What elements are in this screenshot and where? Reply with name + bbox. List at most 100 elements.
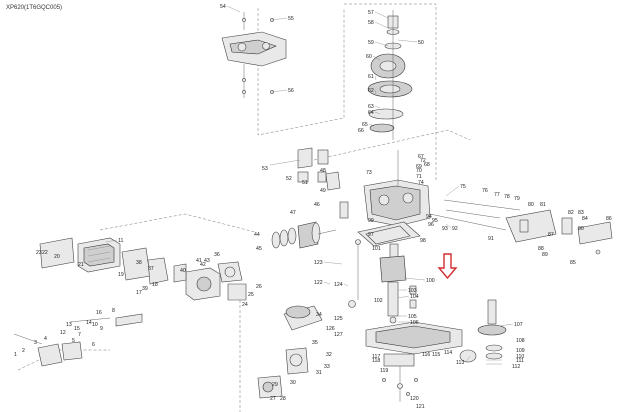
callout-105: 105: [408, 314, 417, 320]
leader-11: [105, 239, 118, 243]
leader-56: [271, 89, 288, 93]
callout-65: 65: [362, 122, 368, 128]
callout-66: 66: [358, 128, 364, 134]
leader-63: [374, 105, 381, 109]
callout-118: 118: [372, 358, 380, 364]
callout-61: 61: [368, 74, 374, 80]
callout-101: 101: [372, 246, 381, 252]
muffler: [257, 305, 323, 399]
callout-70: 70: [416, 168, 422, 174]
callout-4: 4: [44, 336, 47, 342]
callout-73: 73: [366, 170, 372, 176]
callout-114: 114: [444, 350, 452, 356]
control-bracket: [13, 313, 143, 367]
callout-62: 62: [368, 88, 374, 94]
callout-13: 13: [66, 322, 72, 328]
callout-93: 93: [442, 226, 448, 232]
cylinder-head: [39, 237, 169, 285]
callout-100: 100: [426, 278, 435, 284]
leader-75: [445, 185, 460, 197]
callout-41: 41: [196, 258, 202, 264]
callout-12: 12: [60, 330, 66, 336]
callout-69: 69: [416, 164, 422, 170]
leader-100: [403, 277, 426, 281]
callout-74: 74: [418, 180, 424, 186]
callout-75: 75: [460, 184, 466, 190]
callout-6: 6: [92, 342, 95, 348]
callout-80: 80: [528, 202, 534, 208]
callout-111: 111: [516, 358, 524, 364]
blower-housing: [221, 12, 287, 98]
callout-29: 29: [272, 382, 278, 388]
callout-59: 59: [368, 40, 374, 46]
callout-88: 88: [538, 246, 544, 252]
callout-90: 90: [578, 226, 584, 232]
highlight-arrow: [437, 253, 458, 280]
callout-17: 17: [136, 290, 142, 296]
callout-47: 47: [290, 210, 296, 216]
callout-99: 99: [368, 218, 374, 224]
leader-123: [323, 261, 343, 265]
callout-46: 46: [314, 202, 320, 208]
callout-53: 53: [262, 166, 268, 172]
callout-113: 113: [456, 360, 464, 366]
callout-89: 89: [542, 252, 548, 258]
callout-14: 14: [86, 320, 92, 326]
leader-55: [271, 17, 288, 21]
callout-95: 95: [432, 218, 438, 224]
leader-65: [368, 123, 375, 127]
callout-82: 82: [568, 210, 574, 216]
callout-109: 109: [516, 348, 525, 354]
callout-2: 2: [22, 348, 25, 354]
callout-7: 7: [78, 332, 81, 338]
leader-92: [445, 223, 452, 229]
callout-43: 43: [204, 258, 210, 264]
callout-76: 76: [482, 188, 488, 194]
callout-27: 27: [270, 396, 276, 402]
callout-102: 102: [374, 298, 383, 304]
callout-63: 63: [368, 104, 374, 110]
callout-60: 60: [366, 54, 372, 60]
callout-77: 77: [494, 192, 500, 198]
callout-68: 68: [424, 162, 430, 168]
fuel-tank: [269, 147, 341, 191]
callout-91: 91: [488, 236, 494, 242]
callout-23: 23: [36, 250, 42, 256]
callout-9: 9: [100, 326, 103, 332]
callout-64: 64: [368, 110, 374, 116]
callout-35: 35: [312, 340, 318, 346]
callout-78: 78: [504, 194, 510, 200]
callout-55: 55: [288, 16, 294, 22]
leader-124: [343, 283, 349, 287]
callout-44: 44: [254, 232, 260, 238]
callout-3: 3: [34, 340, 37, 346]
callout-122: 122: [314, 280, 323, 286]
callout-94: 94: [426, 214, 432, 220]
callout-96: 96: [428, 222, 434, 228]
callout-51: 51: [302, 180, 308, 186]
callout-48: 48: [320, 168, 326, 174]
callout-56: 56: [288, 88, 294, 94]
callout-81: 81: [540, 202, 546, 208]
cylinder-block: [363, 150, 431, 227]
leader-58: [374, 21, 389, 29]
callout-98: 98: [420, 238, 426, 244]
callout-42: 42: [200, 262, 206, 268]
callout-49: 49: [320, 188, 326, 194]
callout-97: 97: [368, 232, 374, 238]
callout-116: 116: [422, 352, 430, 358]
callout-45: 45: [256, 246, 262, 252]
callout-50: 50: [418, 40, 424, 46]
callout-1: 1: [14, 352, 17, 358]
callout-124: 124: [334, 282, 343, 288]
callout-117: 117: [372, 354, 380, 360]
callout-125: 125: [334, 316, 343, 322]
leader-64: [374, 111, 381, 115]
callout-87: 87: [548, 232, 554, 238]
callout-79: 79: [514, 196, 520, 202]
callout-32: 32: [326, 352, 332, 358]
callout-112: 112: [512, 364, 520, 370]
callout-21: 21: [78, 262, 84, 268]
